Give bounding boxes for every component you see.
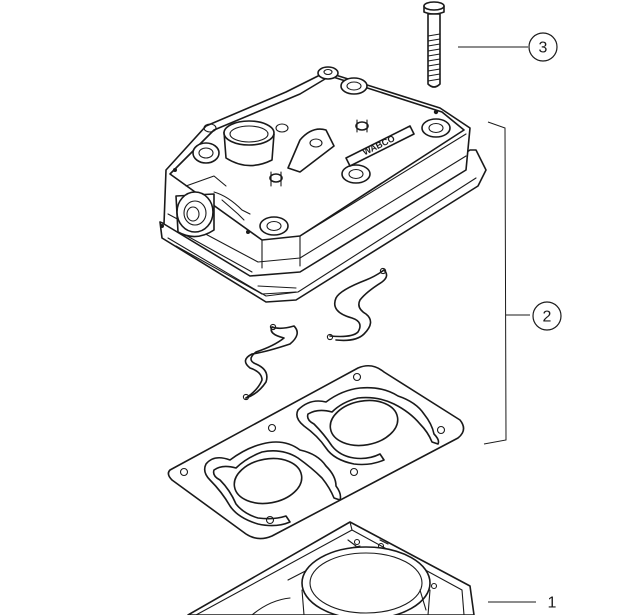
valve-spring-parts	[242, 267, 388, 401]
callout-1-label: 1	[548, 595, 557, 612]
group-bracket	[483, 121, 530, 445]
callout-2: 2	[532, 301, 562, 331]
bolt-part	[423, 1, 528, 88]
callout-2-label: 2	[543, 309, 552, 326]
cylinder-head-part: WABCO	[159, 66, 487, 303]
callout-3: 3	[528, 32, 558, 62]
callout-3-label: 3	[539, 40, 548, 57]
valve-plate-gasket	[167, 364, 465, 540]
base-plate-part	[187, 521, 536, 615]
callout-1: 1	[548, 595, 557, 612]
